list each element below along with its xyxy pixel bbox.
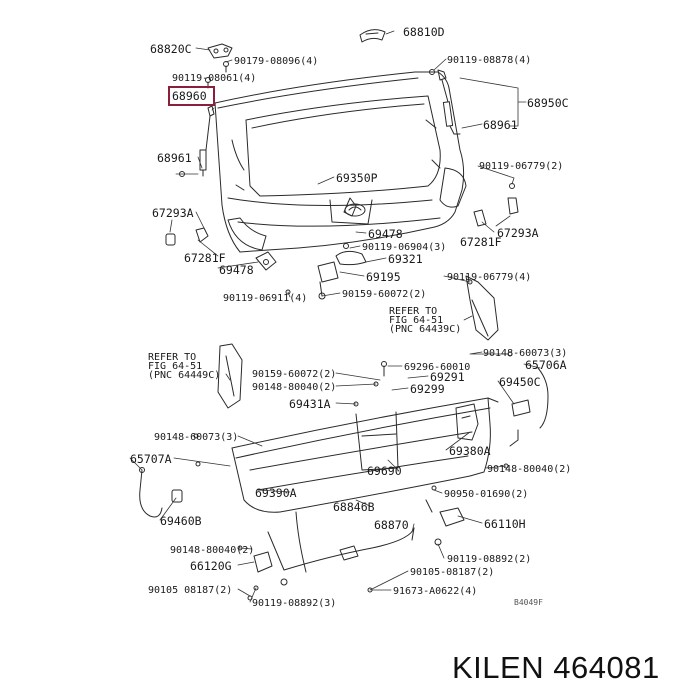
part-label-p90105-08187-2-r: 90105-08187(2) [410,567,495,578]
part-label-p67281F-r: 67281F [460,235,502,249]
part-label-p69291: 69291 [430,370,465,384]
part-label-p69380A: 69380A [449,444,491,458]
left-trim-piece [218,344,242,408]
part-label-p-refer-2b: FIG 64-51 [148,361,203,372]
part-label-p90119-08892-3: 90119-08892(3) [252,598,337,609]
part-label-p90179-08096: 90179-08096(4) [234,56,319,67]
part-label-p68846B: 68846B [333,500,375,514]
part-label-p90119-06911: 90119-06911(4) [223,293,308,304]
part-label-p-refer-1c: (PNC 64439C) [389,324,462,335]
part-label-p69350P: 69350P [336,171,378,185]
part-label-p90159-60072-top: 90159-60072(2) [342,289,427,300]
part-label-p-refer-1b: FIG 64-51 [389,315,444,326]
part-label-p90119-06779-4: 90119-06779(4) [447,272,532,283]
part-label-p90148-80040-2-mid: 90148-80040(2) [252,382,337,393]
part-label-p69321: 69321 [388,252,423,266]
part-label-p90159-60072-mid: 90159-60072(2) [252,369,337,380]
part-label-p-refer-2a: REFER TO [148,352,197,363]
part-label-p90105-08187-2-l: 90105 08187(2) [148,585,233,596]
part-label-p67293A-l: 67293A [152,206,194,220]
part-label-p-refer-1a: REFER TO [389,306,438,317]
part-label-p69195: 69195 [366,270,401,284]
part-label-p67281F-l: 67281F [184,251,226,265]
drawing-reference-stamp: B4049F [514,598,543,607]
part-label-p69390A: 69390A [255,486,297,500]
part-label-p68960: 68960 [172,89,207,103]
part-label-p69478-r: 69478 [368,227,403,241]
part-label-p90119-06904: 90119-06904(3) [362,242,447,253]
inner-trim-panel [232,398,498,512]
left-motor [254,552,287,590]
fasteners [194,352,512,600]
part-label-p65707A: 65707A [130,452,172,466]
brand-name: KILEN [452,650,545,685]
part-label-p90119-06779-2: 90119-06779(2) [479,161,564,172]
right-gas-strut [430,70,461,135]
back-door-panel [215,72,466,252]
part-label-p65706A: 65706A [525,358,567,372]
right-side-trim [466,276,498,340]
part-label-p90119-08061: 90119-08061(4) [172,73,257,84]
part-label-p-refer-2c: (PNC 64449C) [148,370,221,381]
part-label-p69690: 69690 [367,464,402,478]
part-label-p69296-60010: 69296-60010 [404,362,471,373]
left-wiring [140,468,183,518]
part-label-p68950C: 68950C [527,96,569,110]
part-label-p68820C: 68820C [150,42,192,56]
part-label-p68810D: 68810D [403,25,445,39]
right-motor [426,500,464,545]
part-label-p66110H: 66110H [484,517,526,531]
part-label-p90148-80040-2-l: 90148-80040(2) [170,545,255,556]
door-lock-assembly [318,198,366,299]
part-label-p90119-08892-2: 90119-08892(2) [447,554,532,565]
footer-caption: KILEN 464081 [452,650,660,686]
part-label-p90950-01690: 90950-01690(2) [444,489,529,500]
highlight-frame [168,86,215,106]
part-label-p91673-A0622: 91673-A0622(4) [393,586,478,597]
hinge-part [208,44,232,58]
part-number: 464081 [553,650,660,685]
right-wiring [510,368,548,446]
part-label-p68961-l: 68961 [157,151,192,165]
part-label-p90119-08878: 90119-08878(4) [447,55,532,66]
leader-lines [130,31,540,602]
part-label-p66120G: 66120G [190,559,232,573]
lower-harness [268,512,414,572]
spoiler-part [360,30,385,42]
part-label-p67293A-r: 67293A [497,226,539,240]
part-label-p69450C: 69450C [499,375,541,389]
left-gas-strut [180,106,215,177]
part-label-p90148-80040-2-r: 90148-80040(2) [487,464,572,475]
door-stoppers [166,184,518,285]
part-label-p68961-r: 68961 [483,118,518,132]
lower-hinge-left [256,252,290,294]
part-label-p69460B: 69460B [160,514,202,528]
part-label-p90148-60073-3-l: 90148-60073(3) [154,432,239,443]
part-label-p68870: 68870 [374,518,409,532]
part-label-p90148-60073-3-r: 90148-60073(3) [483,348,568,359]
part-label-p69299: 69299 [410,382,445,396]
part-label-p69431A: 69431A [289,397,331,411]
part-label-p69478-l: 69478 [219,263,254,277]
